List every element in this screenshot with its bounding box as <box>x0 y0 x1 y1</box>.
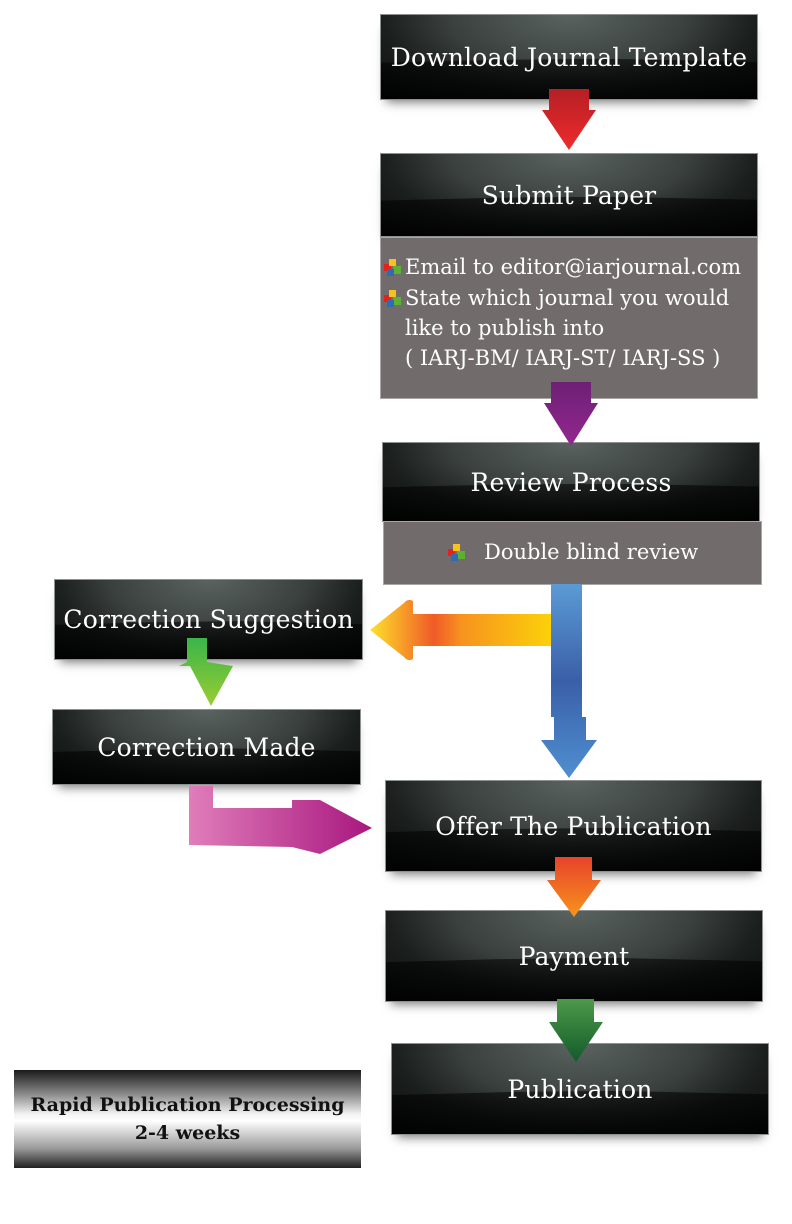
rapid-processing-note: Rapid Publication Processing 2-4 weeks <box>14 1070 361 1168</box>
step-label: Payment <box>518 941 630 971</box>
submit-bullet-journal-line2: like to publish into <box>405 316 605 340</box>
note-duration: 2-4 weeks <box>134 1122 241 1144</box>
step-payment: Payment <box>385 910 763 1002</box>
step-label: Review Process <box>470 467 672 497</box>
submit-details-panel: Email to editor@iarjournal.com State whi… <box>380 237 758 399</box>
review-details-panel: Double blind review <box>383 521 762 585</box>
submit-bullet-email: Email to editor@iarjournal.com <box>405 255 742 279</box>
submit-bullet-journal-line1: State which journal you would <box>405 286 730 310</box>
step-label: Correction Made <box>97 732 316 762</box>
cubes-bullet-icon <box>448 544 465 561</box>
step-offer-the-publication: Offer The Publication <box>385 780 762 872</box>
step-label: Submit Paper <box>481 180 657 210</box>
cubes-bullet-icon <box>384 259 401 276</box>
step-correction-suggestion: Correction Suggestion <box>54 579 363 660</box>
review-bullet-double-blind: Double blind review <box>484 540 699 564</box>
step-correction-made: Correction Made <box>52 709 361 785</box>
step-label: Download Journal Template <box>390 42 748 72</box>
submit-bullet-journal-line3: ( IARJ-BM/ IARJ-ST/ IARJ-SS ) <box>405 346 721 370</box>
step-label: Correction Suggestion <box>63 605 354 634</box>
arrow-review-to-offer <box>541 584 597 778</box>
arrow-review-to-correction <box>370 599 553 661</box>
note-title: Rapid Publication Processing <box>30 1094 345 1116</box>
step-label: Offer The Publication <box>435 811 712 841</box>
arrow-made-to-offer <box>189 786 372 854</box>
step-download-journal-template: Download Journal Template <box>380 14 758 100</box>
step-publication: Publication <box>391 1043 769 1135</box>
step-label: Publication <box>507 1074 653 1104</box>
cubes-bullet-icon <box>384 290 401 307</box>
step-review-process: Review Process <box>382 442 760 522</box>
step-submit-paper: Submit Paper <box>380 153 758 237</box>
